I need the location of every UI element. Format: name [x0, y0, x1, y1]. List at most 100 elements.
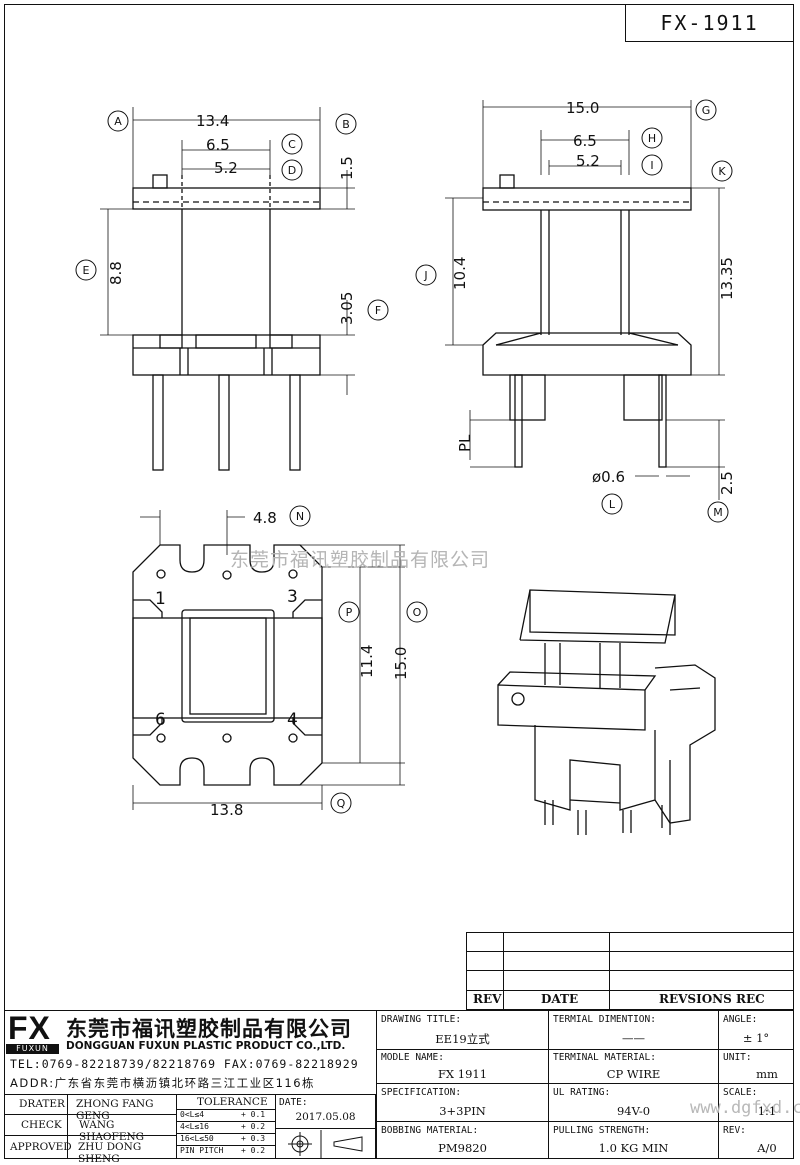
callout-bubble-a: [107, 110, 129, 132]
projection-symbol-icon: [288, 1130, 363, 1158]
pin-label-6: 6: [155, 710, 166, 730]
tolerance-title: TOLERANCE: [197, 1096, 268, 1108]
dim-6-5-right: 6.5: [573, 132, 597, 150]
drater-cell: ZHONG FANG GENG: [67, 1094, 177, 1122]
sheet-number: FX-1911: [625, 4, 794, 42]
pin-label-4: 4: [287, 710, 298, 730]
callout-letter-f: F: [375, 304, 381, 317]
callout-letter-d: D: [288, 164, 296, 177]
company-watermark: 东莞市福讯塑胶制品有限公司: [230, 549, 491, 571]
pulling-strength-cell: PULLING STRENGTH: 1.0 KG MIN: [548, 1121, 719, 1159]
rev-col-header: REV: [473, 992, 502, 1006]
callout-bubble-e: [75, 259, 97, 281]
model-name: FX 1911: [437, 1067, 488, 1081]
callout-bubble-h: [641, 127, 663, 149]
callout-bubble-b: [335, 113, 357, 135]
dim-15-0-top: 15.0: [566, 99, 599, 117]
callout-letter-n: N: [296, 510, 304, 523]
dim-5-2-right: 5.2: [576, 152, 600, 170]
bottom-view: [132, 510, 405, 810]
dim-4-8: 4.8: [253, 509, 277, 527]
company-name-en: DONGGUAN FUXUN PLASTIC PRODUCT CO.,LTD.: [66, 1040, 346, 1052]
callout-letter-m: M: [713, 506, 723, 519]
callout-letter-j: J: [423, 269, 427, 282]
callout-bubble-o: [406, 601, 428, 623]
dim-15-0-bottom: 15.0: [392, 647, 410, 680]
callout-bubble-i: [641, 154, 663, 176]
callout-bubble-f: [367, 299, 389, 321]
callout-letter-h: H: [648, 132, 656, 145]
check-cell: WANG SHAOFENG: [67, 1114, 177, 1143]
terminal-dimension-cell: TERMIAL DIMENTION: ——: [548, 1010, 719, 1050]
tolerance-table: TOLERANCE 0<L≤4 + 0.1 4<L≤16 + 0.2 16<L≤…: [176, 1094, 276, 1159]
scale-value: 1:1: [757, 1104, 777, 1118]
terminal-material: CP WIRE: [606, 1067, 661, 1081]
isometric-view: [497, 589, 716, 835]
callout-letter-l: L: [609, 498, 616, 511]
dim-pl: PL: [456, 434, 474, 452]
side-view-right: [445, 100, 725, 500]
company-tel: TEL:0769-82218739/82218769 FAX:0769-8221…: [10, 1057, 359, 1071]
dim-11-4: 11.4: [358, 645, 376, 678]
company-name-cn: 东莞市福讯塑胶制品有限公司: [66, 1017, 352, 1041]
callout-bubble-l: [601, 493, 623, 515]
terminal-dimension: ——: [622, 1031, 645, 1045]
callout-letter-e: E: [83, 264, 90, 277]
callout-bubble-d: [281, 159, 303, 181]
callout-bubble-c: [281, 133, 303, 155]
callout-bubble-k: [711, 160, 733, 182]
callout-bubble-q: [330, 792, 352, 814]
revision-table: REV DATE REVSIONS REC: [466, 932, 794, 1010]
ul-rating: 94V-0: [616, 1104, 651, 1118]
callout-letter-q: Q: [337, 797, 346, 810]
bobbin-material-cell: BOBBING MATERIAL: PM9820: [376, 1121, 549, 1159]
dim-5-2-left: 5.2: [214, 159, 238, 177]
callout-bubble-j: [415, 264, 437, 286]
pulling-strength: 1.0 KG MIN: [598, 1141, 669, 1155]
dim-13-4: 13.4: [196, 112, 229, 130]
dim-13-8: 13.8: [210, 801, 243, 819]
dim-pin-diameter: ø0.6: [592, 468, 625, 486]
model-cell: MODLE NAME: FX 1911: [376, 1049, 549, 1084]
dim-2-5: 2.5: [718, 471, 736, 495]
approved-cell: ZHU DONG SHENG: [67, 1135, 177, 1165]
callout-bubble-m: [707, 501, 729, 523]
drater-label-cell: DRATER: [4, 1094, 68, 1115]
callout-bubble-n: [289, 505, 311, 527]
drawing-title-cell: DRAWING TITLE: EE19立式: [376, 1010, 549, 1050]
check-label-cell: CHECK: [4, 1114, 68, 1136]
terminal-material-cell: TERMINAL MATERIAL: CP WIRE: [548, 1049, 719, 1084]
rev-value: A/0: [757, 1141, 777, 1155]
company-logo: FX FUXUN: [6, 1010, 61, 1054]
date-cell: DATE: 2017.05.08: [275, 1094, 376, 1129]
specification: 3+3PIN: [439, 1104, 486, 1118]
callout-letter-k: K: [718, 165, 726, 178]
approved-label-cell: APPROVED: [4, 1135, 72, 1159]
dim-3-05: 3.05: [338, 292, 356, 325]
callout-letter-p: P: [346, 606, 353, 619]
drawing-title: EE19立式: [435, 1032, 490, 1046]
url-watermark: www.dgfxd.cn: [690, 1098, 800, 1118]
pin-label-3: 3: [287, 587, 298, 607]
dim-6-5-left: 6.5: [206, 136, 230, 154]
company-address: ADDR:广东省东莞市横沥镇北环路三江工业区116栋: [10, 1076, 316, 1090]
front-view-left: [100, 107, 355, 471]
unit-cell: UNIT: mm: [718, 1049, 794, 1084]
callout-letter-a: A: [114, 115, 122, 128]
rev-cell: REV: A/0: [718, 1121, 794, 1159]
callout-bubble-p: [338, 601, 360, 623]
callout-letter-c: C: [288, 138, 296, 151]
projection-symbol-cell: [275, 1128, 376, 1159]
unit-value: mm: [756, 1067, 778, 1081]
callout-letter-b: B: [342, 118, 350, 131]
callout-letter-i: I: [650, 159, 653, 172]
dim-8-8: 8.8: [107, 261, 125, 285]
angle-cell: ANGLE: ± 1°: [718, 1010, 794, 1050]
callout-letter-o: O: [413, 606, 422, 619]
callout-letter-g: G: [702, 104, 711, 117]
logo-subtext: FUXUN: [6, 1044, 59, 1054]
date-col-header: DATE: [541, 992, 579, 1006]
date-value: 2017.05.08: [295, 1111, 356, 1123]
revisions-col-header: REVSIONS REC: [659, 992, 765, 1006]
dim-13-35: 13.35: [718, 257, 736, 300]
